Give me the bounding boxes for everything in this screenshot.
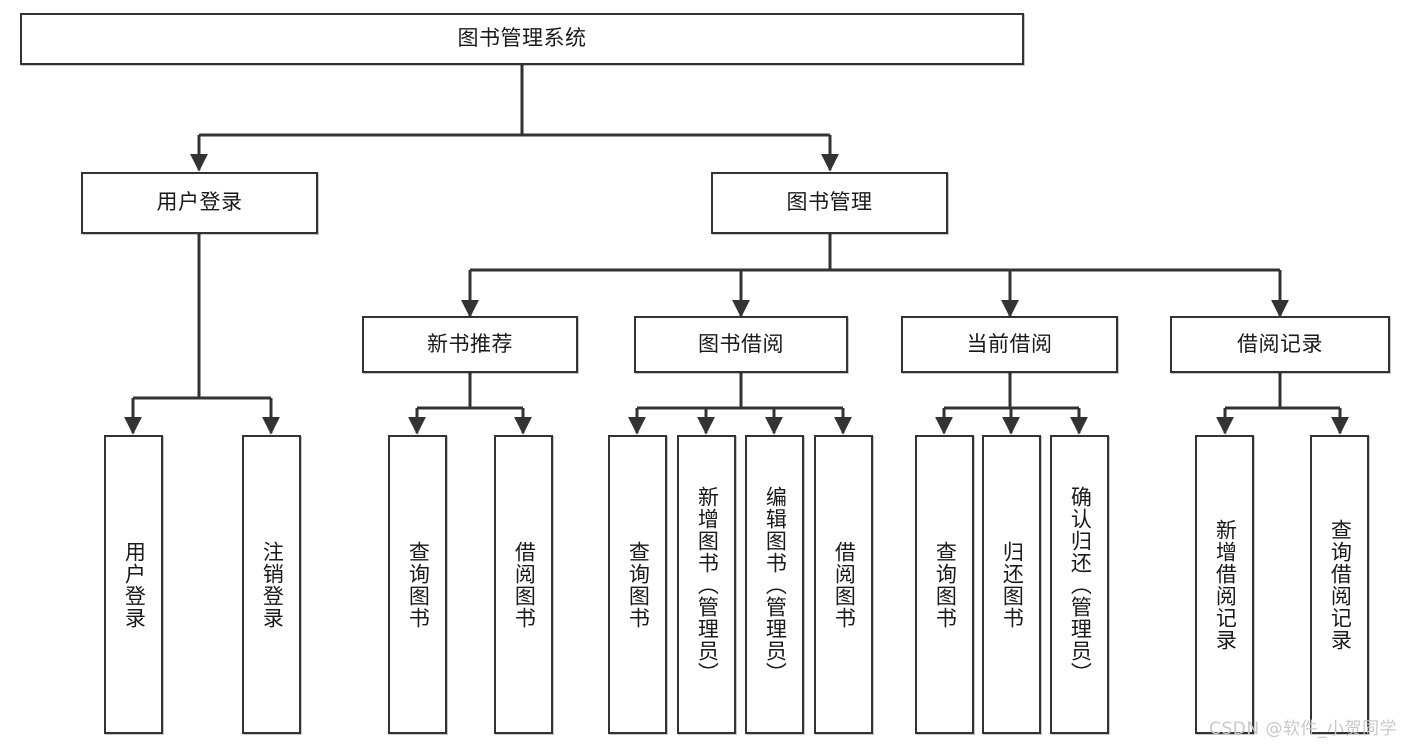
node-leaf-current-borrow-query-label: 查询图书 (933, 540, 958, 629)
node-borrow-record-label: 借阅记录 (1237, 331, 1323, 356)
node-root-system-label: 图书管理系统 (457, 26, 587, 51)
node-leaf-user-login-logout[interactable]: 注销登录 (242, 435, 301, 734)
node-leaf-book-borrow-add-label: 新增图书（管理员） (695, 485, 720, 684)
node-leaf-new-book-query-label: 查询图书 (406, 540, 431, 629)
node-leaf-new-book-borrow[interactable]: 借阅图书 (494, 435, 553, 734)
node-borrow-record[interactable]: 借阅记录 (1170, 316, 1390, 373)
node-leaf-book-borrow-edit[interactable]: 编辑图书（管理员） (745, 435, 804, 734)
node-leaf-book-borrow-add[interactable]: 新增图书（管理员） (677, 435, 736, 734)
node-book-borrow[interactable]: 图书借阅 (634, 316, 848, 373)
node-leaf-borrow-record-query[interactable]: 查询借阅记录 (1310, 435, 1369, 734)
node-leaf-book-borrow-edit-label: 编辑图书（管理员） (763, 485, 788, 684)
node-current-borrow[interactable]: 当前借阅 (901, 316, 1118, 373)
node-leaf-current-borrow-query[interactable]: 查询图书 (915, 435, 974, 734)
node-leaf-user-login-login-label: 用户登录 (122, 540, 147, 629)
node-book-borrow-label: 图书借阅 (698, 331, 784, 356)
node-user-login-label: 用户登录 (156, 190, 243, 215)
node-leaf-new-book-borrow-label: 借阅图书 (512, 540, 537, 629)
node-leaf-current-borrow-confirm-label: 确认归还（管理员） (1068, 485, 1093, 684)
node-root-system[interactable]: 图书管理系统 (20, 13, 1024, 65)
node-leaf-new-book-query[interactable]: 查询图书 (388, 435, 447, 734)
node-new-book-recommend-label: 新书推荐 (427, 331, 513, 356)
node-leaf-current-borrow-confirm[interactable]: 确认归还（管理员） (1050, 435, 1109, 734)
node-book-management-label: 图书管理 (786, 190, 873, 215)
node-leaf-book-borrow-query-label: 查询图书 (626, 540, 651, 629)
node-new-book-recommend[interactable]: 新书推荐 (362, 316, 578, 373)
node-leaf-current-borrow-return-label: 归还图书 (1000, 540, 1025, 629)
node-user-login[interactable]: 用户登录 (81, 172, 318, 234)
node-leaf-borrow-record-add[interactable]: 新增借阅记录 (1195, 435, 1254, 734)
node-leaf-borrow-record-add-label: 新增借阅记录 (1213, 518, 1238, 651)
node-leaf-user-login-login[interactable]: 用户登录 (104, 435, 163, 734)
node-leaf-borrow-record-query-label: 查询借阅记录 (1328, 518, 1353, 651)
node-leaf-book-borrow-query[interactable]: 查询图书 (608, 435, 667, 734)
node-leaf-user-login-logout-label: 注销登录 (260, 540, 285, 629)
node-book-management[interactable]: 图书管理 (711, 172, 948, 234)
csdn-watermark: CSDN @软件_小贺同学 (1209, 719, 1397, 739)
node-leaf-book-borrow-borrow[interactable]: 借阅图书 (814, 435, 873, 734)
node-leaf-book-borrow-borrow-label: 借阅图书 (832, 540, 857, 629)
node-leaf-current-borrow-return[interactable]: 归还图书 (982, 435, 1041, 734)
node-current-borrow-label: 当前借阅 (966, 331, 1053, 356)
